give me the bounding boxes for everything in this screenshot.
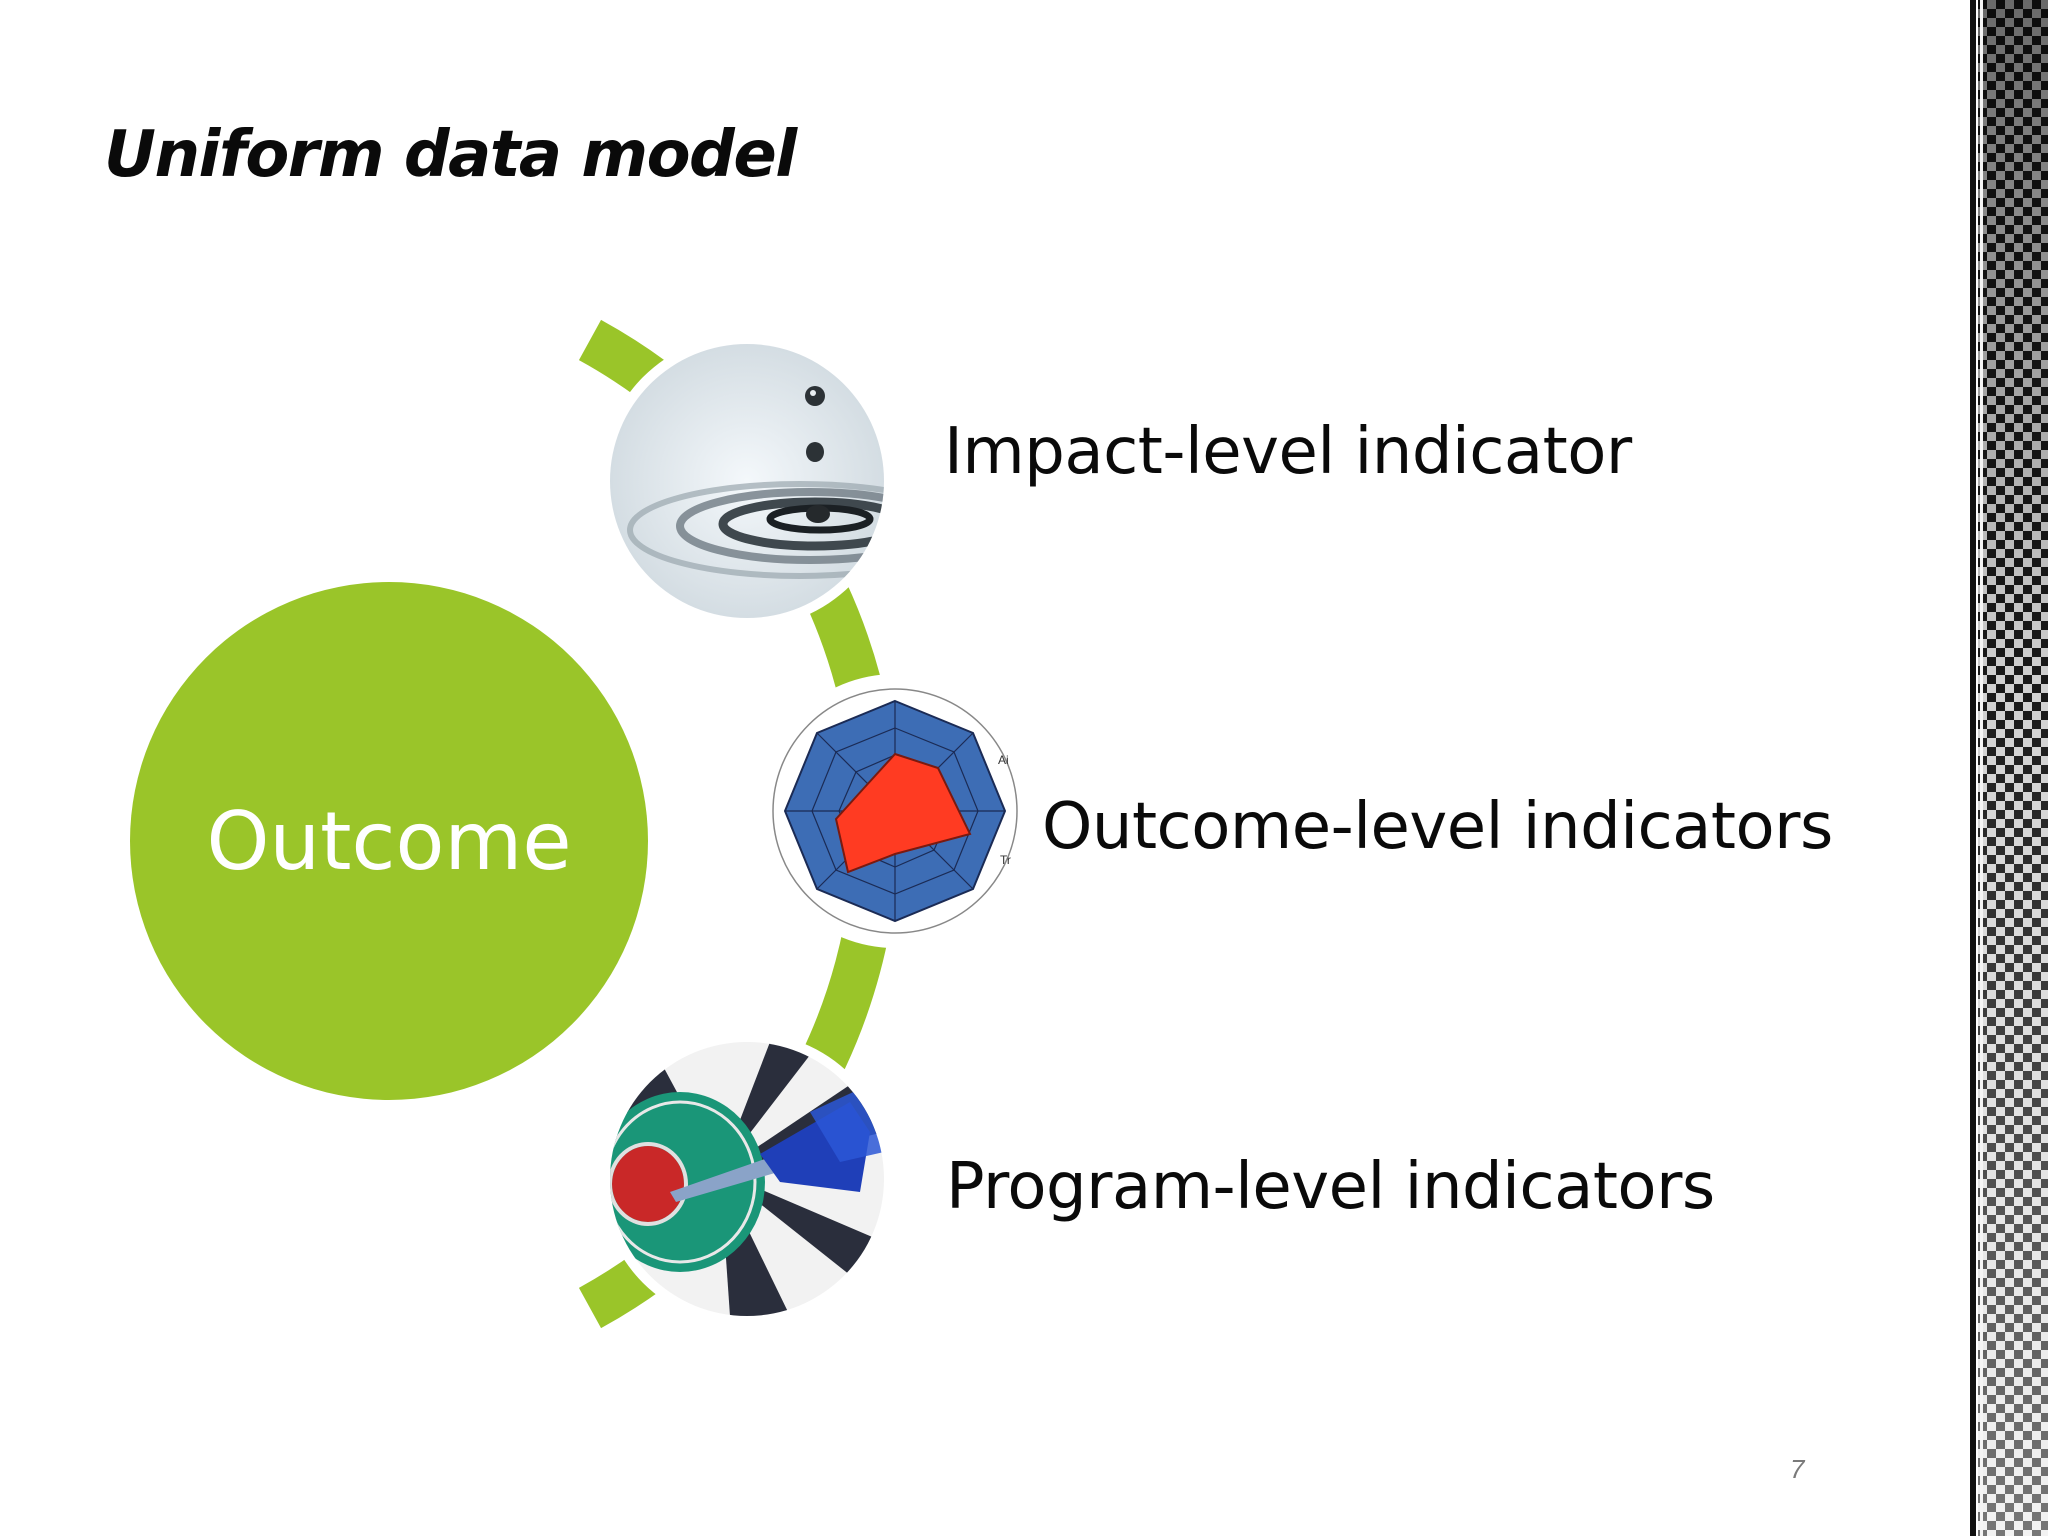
dart-bullseye-icon <box>610 1042 884 1316</box>
outcome-level-image: Ai Tr <box>768 684 1022 938</box>
page-number: 7 <box>1790 1454 1805 1484</box>
radar-chart-icon: Ai Tr <box>768 684 1022 938</box>
outcome-label: Outcome <box>206 794 572 888</box>
side-border-line <box>1970 0 1976 1536</box>
svg-text:Ai: Ai <box>998 753 1009 767</box>
slide-title: Uniform data model <box>104 118 797 192</box>
outcome-level-label: Outcome-level indicators <box>1042 790 1833 864</box>
program-level-image <box>610 1042 884 1316</box>
program-level-label: Program-level indicators <box>946 1150 1715 1224</box>
side-decorative-pattern <box>1978 0 2048 1536</box>
side-border-highlight <box>1980 0 1983 1536</box>
impact-level-image <box>610 344 884 618</box>
outcome-circle: Outcome <box>130 582 648 1100</box>
water-drop-icon <box>610 344 884 618</box>
svg-text:Tr: Tr <box>1000 853 1011 867</box>
impact-level-label: Impact-level indicator <box>944 415 1632 489</box>
